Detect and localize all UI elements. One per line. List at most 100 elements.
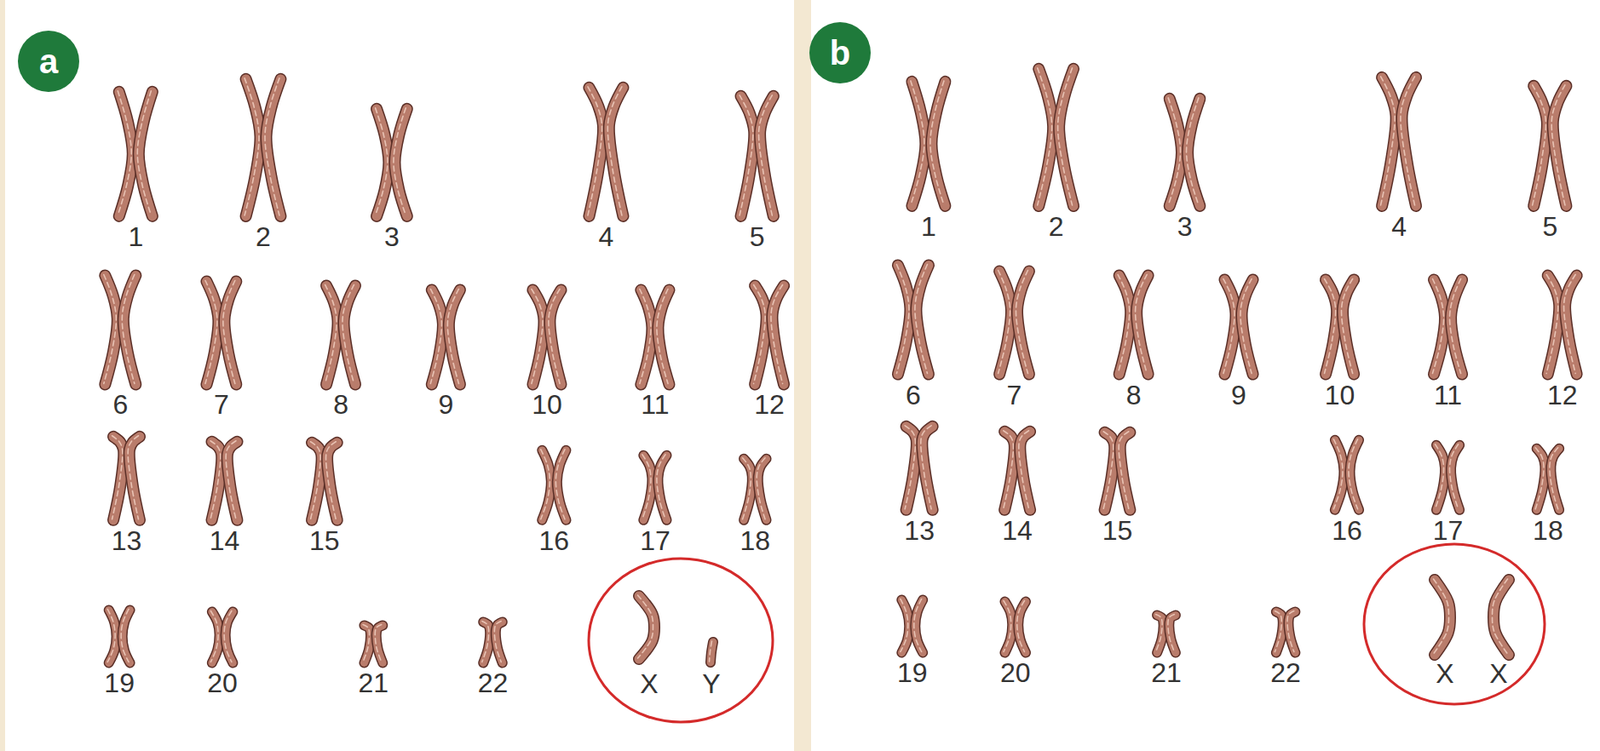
chromosome [900,598,923,653]
chromosome [742,458,767,521]
chromatid-highlight [1434,444,1444,510]
chromatid-highlight [430,288,442,384]
chromosome-number: 13 [111,527,143,555]
chromatid [915,599,923,653]
chromatid [640,289,652,385]
chromosome-number: 9 [1231,381,1247,409]
chromosome-number: 2 [255,223,271,251]
chromatid-outline [1136,276,1149,375]
chromatid-highlight [910,80,925,206]
chromatid-highlight [264,78,280,216]
chromatid-outline [657,289,669,385]
chromatid-highlight [1400,76,1416,206]
chromatid-highlight [1118,431,1129,510]
chromatid-highlight [224,610,232,662]
chromosome [1037,68,1074,207]
chromatid-outline [119,92,133,217]
chromosome-number: 21 [358,669,390,697]
chromatid [1450,280,1462,375]
chromatid-outline [1401,77,1416,207]
chromatid [609,87,624,217]
chromatid-highlight [753,284,766,384]
circle-outline [587,557,775,725]
chromatid-highlight [1381,76,1396,206]
chromatid-highlight [1103,431,1114,510]
sex-chromosome-label: X [1435,660,1454,688]
chromosome [1434,444,1460,511]
chromatid-highlight [375,108,388,216]
chromosome-number: 4 [1391,212,1407,241]
chromatid-highlight [1287,610,1295,652]
chromosome-number: 19 [897,659,928,687]
chromosome [375,108,408,217]
chromatid [657,289,669,385]
chromosome [325,284,357,385]
chromatid-highlight [709,641,713,662]
chromatid [911,81,926,207]
chromatid-highlight [137,91,151,216]
panel-ground [5,0,795,751]
chromatid-outline [1325,280,1337,375]
chromosome [642,454,668,521]
chromosome [205,280,236,385]
chromosome-number: 10 [531,391,563,419]
chromatid-highlight [393,108,406,216]
panel-letter: a [39,44,58,79]
chromosome-number: 11 [640,391,669,419]
chromosome [1003,600,1026,653]
chromatid-outline [609,87,624,217]
chromatid [1433,280,1445,375]
chromatid-highlight [1168,614,1175,652]
chromatid [122,610,131,663]
chromatid [1553,86,1567,207]
chromatid-highlight [1551,85,1566,206]
chromatid-highlight [1015,270,1028,375]
chromatid [1136,276,1149,375]
chromatid-outline [759,96,774,217]
chromatid-highlight [915,264,928,375]
chromatid-highlight [1274,610,1282,652]
chromatid-highlight [1017,600,1025,652]
sex-chromosome [1492,579,1510,656]
chromatid [224,281,236,385]
panel-letter-badge: a [17,30,80,93]
chromatid-outline [911,81,926,207]
sex-chromosome-circle: XY [587,557,775,725]
chromosome-number: 10 [1324,381,1356,409]
chromosome [103,274,137,385]
chromatid-highlight [639,288,651,384]
chromosome-number: 8 [333,391,349,419]
chromatid-highlight [112,436,123,520]
chromosome [739,95,774,217]
chromosome-number: 19 [103,669,135,697]
chromatid [1017,271,1030,375]
chromatid-outline [224,281,236,385]
chromatid-highlight [482,621,490,662]
chromatid-highlight [103,274,117,384]
chromatid-highlight [325,284,338,384]
chromatid-highlight [1156,614,1163,652]
chromosome [531,288,562,385]
sex-chromosome [709,641,714,663]
chromatid-outline [448,289,461,385]
chromatid-highlight [1186,97,1199,206]
chromosome-number: 16 [539,527,570,555]
chromosome-number: 14 [1001,517,1033,545]
chromatid-highlight [326,442,337,520]
chromosome-number: 15 [309,527,340,555]
chromatid-outline [640,289,652,385]
chromatid-highlight [548,288,560,384]
chromatid [1325,280,1337,375]
chromosome-number: 1 [127,223,144,251]
chromosome [430,288,461,385]
panel-letter-badge: b [809,22,871,84]
chromatid-highlight [1240,279,1252,375]
chromosome-number: 12 [753,391,785,419]
chromosome [753,284,785,385]
chromosome [1103,431,1130,511]
chromatid-highlight [127,436,139,520]
chromatid-highlight [1564,275,1577,375]
chromosome-number: 4 [598,223,615,251]
chromosome-number: 5 [1542,212,1558,241]
